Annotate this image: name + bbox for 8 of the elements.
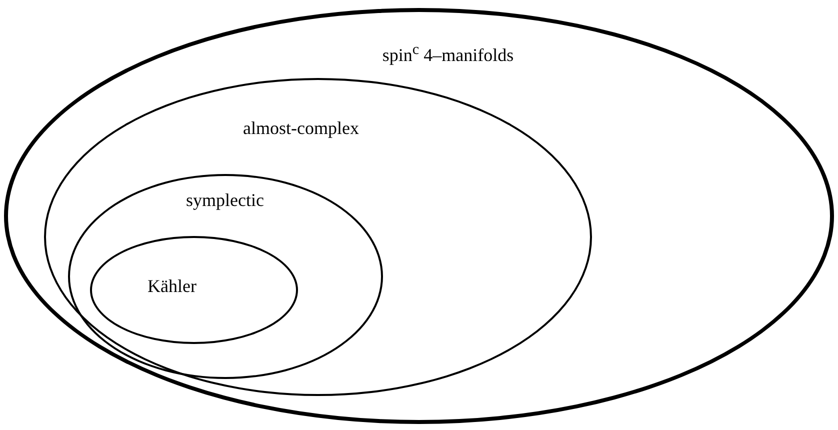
ellipse-region — [4, 8, 834, 424]
ellipse-region — [44, 78, 592, 396]
region-label: Kähler — [148, 276, 196, 297]
ellipse-region — [90, 236, 298, 344]
region-label: symplectic — [186, 190, 264, 211]
region-label: spin$^{c}$ 4–manifolds — [382, 42, 514, 66]
region-label: almost-complex — [243, 118, 359, 139]
ellipse-region — [68, 174, 383, 379]
